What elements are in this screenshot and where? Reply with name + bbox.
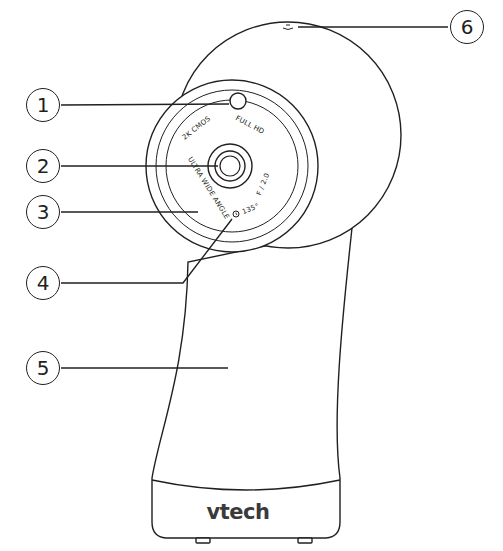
callout-number: 4 [26,266,60,300]
indicator-icon [233,211,239,217]
callout-number: 3 [26,195,60,229]
leader-line [61,211,198,212]
camera-stand [152,228,352,538]
stand-foot [298,538,312,543]
lens-ring [215,151,245,181]
callout-number: 6 [450,10,484,44]
stand-foot [196,538,210,543]
callout-number: 2 [26,149,60,183]
brand-logo: vtech [207,502,270,523]
callout-number: 5 [26,351,60,385]
stand-base-line [152,480,340,490]
light-sensor [230,93,246,109]
indicator-icon [236,213,237,215]
lens [220,156,240,176]
leader-line [61,219,232,283]
leader-line [298,26,448,27]
callout-number: 1 [26,88,60,122]
leader-line [61,367,228,368]
microphone-mark [283,25,293,30]
leader-line [61,104,229,105]
